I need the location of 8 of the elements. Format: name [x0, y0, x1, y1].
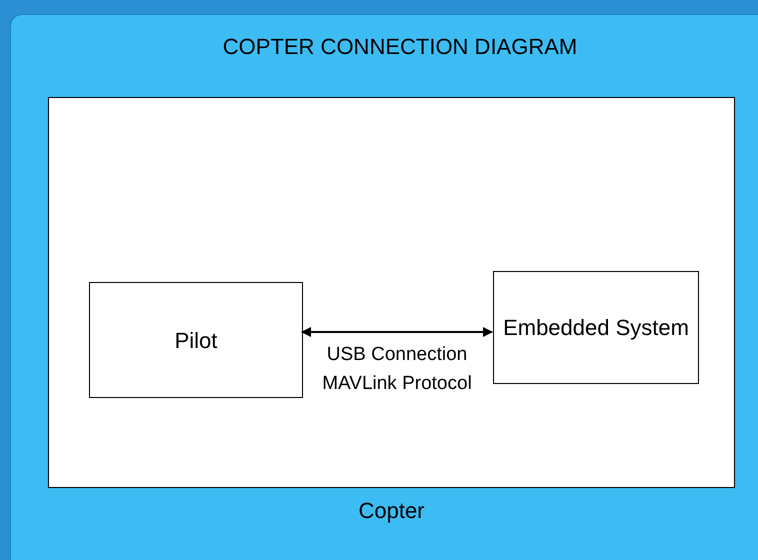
node-label: Embedded System	[503, 314, 689, 342]
diagram-title: COPTER CONNECTION DIAGRAM	[222, 33, 578, 61]
component-box	[89, 282, 303, 398]
container-box	[48, 97, 735, 488]
connector-arrow	[301, 327, 493, 337]
container-caption: Copter	[357, 497, 426, 525]
node-label: Pilot	[174, 326, 218, 354]
component-box	[493, 271, 699, 384]
